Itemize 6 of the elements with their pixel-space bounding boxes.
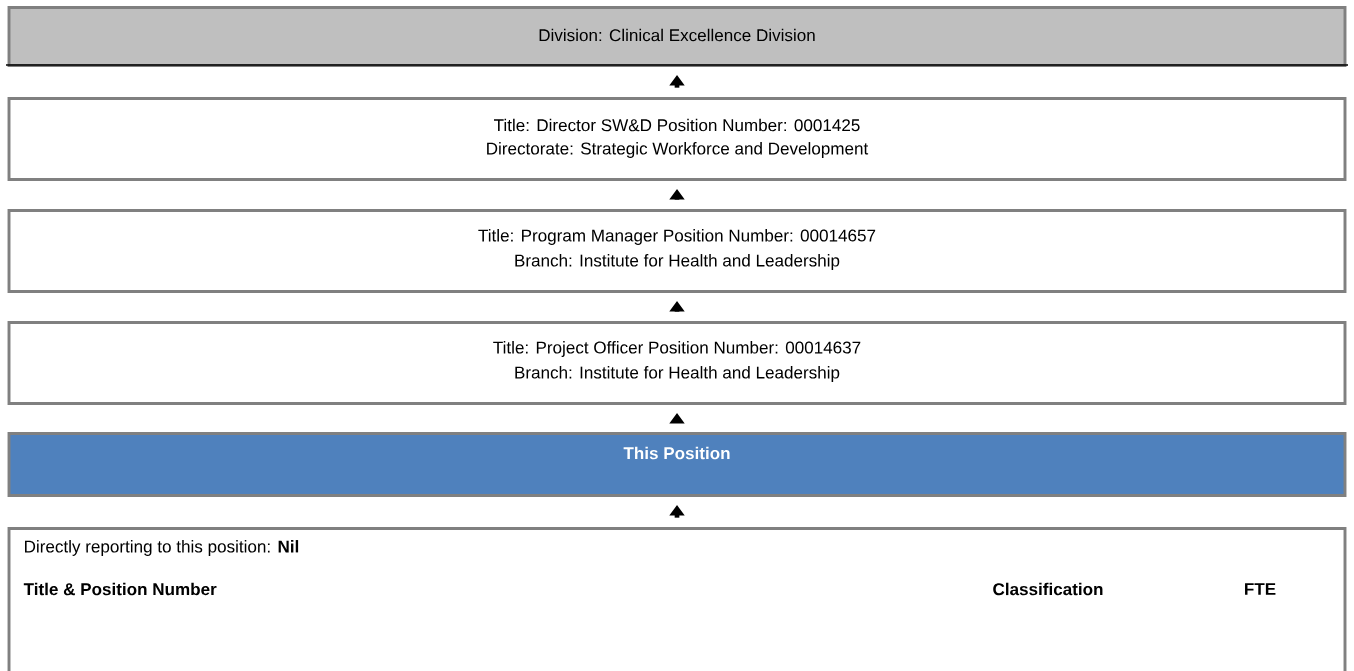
this-position-box: This Position [7,432,1347,497]
division-box: Division: Clinical Excellence Division [5,6,1349,67]
reports-box: Directly reporting to this position: Nil Title & Position Number Classification FTE [7,527,1347,671]
position-box: Title: Project Officer Position Number: 00014637 Branch: Institute for Health and Leadership [7,321,1347,405]
position-box: Title: Program Manager Position Number: 00014657 Branch: Institute for Health and Leadership [7,209,1347,293]
position-box: Title: Director SW&D Position Number: 0001425 Directorate: Strategic Workforce and Development [7,97,1347,181]
